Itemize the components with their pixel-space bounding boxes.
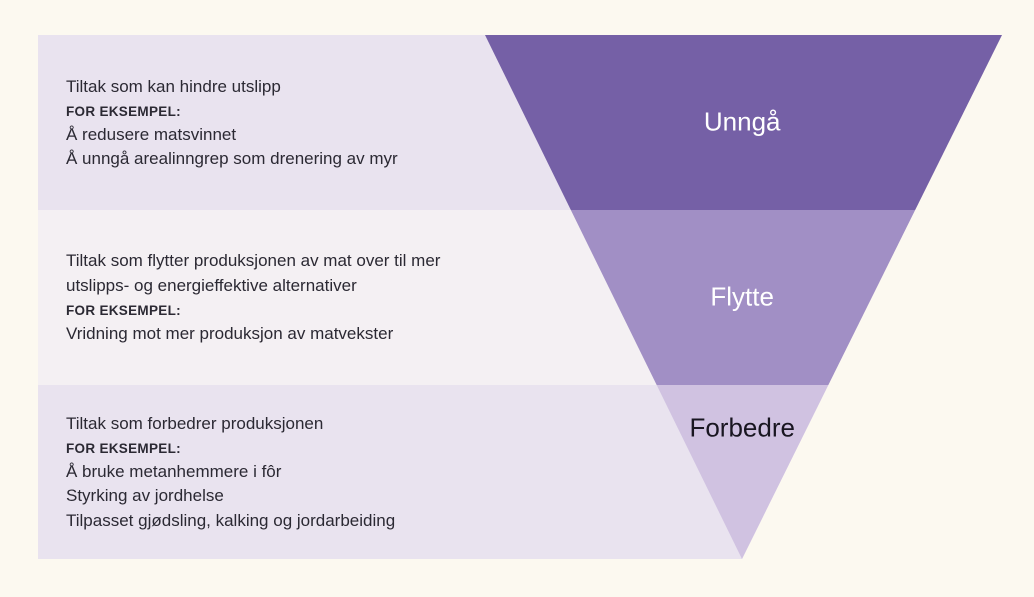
unnga-description: Tiltak som kan hindre utslipp <box>66 76 281 96</box>
flytte-text-block: Tiltak som flytter produksjonen av mat o… <box>66 248 458 347</box>
forbedre-example-item: Styrking av jordhelse <box>66 486 224 506</box>
pyramid-label-forbedre: Forbedre <box>689 412 795 443</box>
unnga-examples-heading: FOR EKSEMPEL: <box>66 103 181 119</box>
mitigation-pyramid-figure: Tiltak som kan hindre utslipp FOR EKSEMP… <box>38 35 1002 559</box>
pyramid-label-unnga: Unngå <box>703 106 781 137</box>
pyramid-label-flytte: Flytte <box>710 281 774 312</box>
forbedre-text-block: Tiltak som forbedrer produksjonen FOR EK… <box>66 411 458 534</box>
flytte-examples-heading: FOR EKSEMPEL: <box>66 303 181 319</box>
flytte-example-item: Vridning mot mer produksjon av matvekste… <box>66 324 394 344</box>
unnga-example-item: Å redusere matsvinnet <box>66 124 237 144</box>
forbedre-description: Tiltak som forbedrer produksjonen <box>66 413 324 433</box>
unnga-example-item: Å unngå arealinngrep som drenering av my… <box>66 149 398 168</box>
forbedre-example-item: Tilpasset gjødsling, kalking og jordarbe… <box>66 510 396 530</box>
unnga-text-block: Tiltak som kan hindre utslipp FOR EKSEMP… <box>66 74 458 172</box>
stripe-forbedre: Tiltak som forbedrer produksjonen FOR EK… <box>38 385 1002 559</box>
flytte-description: Tiltak som flytter produksjonen av mat o… <box>66 251 441 296</box>
pyramid-band-unnga <box>485 35 1002 210</box>
forbedre-example-item: Å bruke metanhemmere i fôr <box>66 461 282 481</box>
forbedre-examples-heading: FOR EKSEMPEL: <box>66 440 181 456</box>
